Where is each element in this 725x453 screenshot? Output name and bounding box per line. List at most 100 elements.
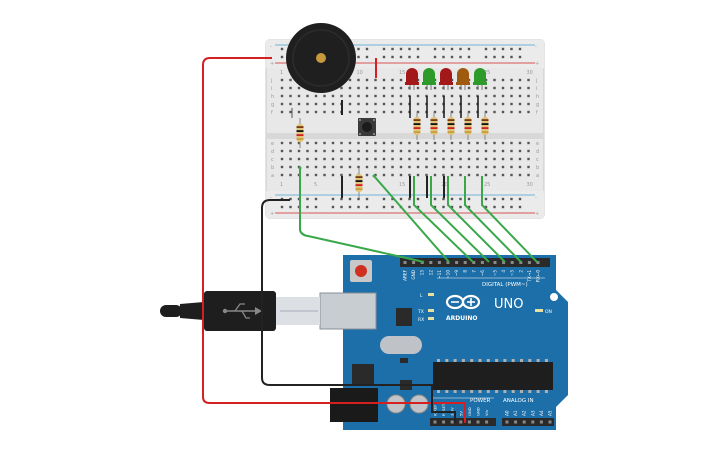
terminal-hole[interactable]: [365, 78, 369, 82]
rail-hole[interactable]: [357, 197, 360, 201]
terminal-hole[interactable]: [280, 86, 284, 90]
terminal-hole[interactable]: [442, 149, 445, 153]
terminal-hole[interactable]: [391, 110, 394, 114]
digital-pin-hole[interactable]: [437, 261, 441, 264]
terminal-hole[interactable]: [510, 173, 513, 177]
terminal-hole[interactable]: [450, 149, 454, 153]
terminal-hole[interactable]: [484, 86, 488, 90]
terminal-hole[interactable]: [348, 157, 352, 161]
terminal-hole[interactable]: [459, 173, 462, 177]
terminal-hole[interactable]: [391, 165, 394, 169]
digital-pin-hole[interactable]: [519, 261, 523, 264]
rail-hole[interactable]: [467, 197, 471, 201]
terminal-hole[interactable]: [348, 173, 352, 177]
terminal-hole[interactable]: [501, 165, 505, 169]
led-red-1[interactable]: [405, 68, 419, 90]
terminal-hole[interactable]: [459, 157, 462, 161]
terminal-hole[interactable]: [416, 149, 420, 153]
terminal-hole[interactable]: [467, 86, 471, 90]
terminal-hole[interactable]: [382, 94, 386, 98]
rail-hole[interactable]: [391, 55, 394, 59]
rail-hole[interactable]: [416, 205, 420, 209]
terminal-hole[interactable]: [484, 94, 488, 98]
terminal-hole[interactable]: [459, 165, 462, 169]
rail-hole[interactable]: [408, 205, 411, 209]
terminal-hole[interactable]: [382, 110, 386, 114]
terminal-hole[interactable]: [510, 157, 513, 161]
terminal-hole[interactable]: [323, 165, 326, 169]
terminal-hole[interactable]: [484, 173, 488, 177]
terminal-hole[interactable]: [314, 149, 318, 153]
terminal-hole[interactable]: [306, 110, 309, 114]
terminal-hole[interactable]: [374, 110, 377, 114]
rail-hole[interactable]: [510, 47, 513, 51]
rail-hole[interactable]: [340, 197, 343, 201]
rail-hole[interactable]: [306, 205, 309, 209]
terminal-hole[interactable]: [357, 86, 360, 90]
rail-hole[interactable]: [467, 47, 471, 51]
rail-hole[interactable]: [340, 205, 343, 209]
rail-hole[interactable]: [484, 47, 488, 51]
terminal-hole[interactable]: [433, 94, 437, 98]
rail-hole[interactable]: [382, 197, 386, 201]
terminal-hole[interactable]: [501, 102, 505, 106]
terminal-hole[interactable]: [408, 173, 411, 177]
terminal-hole[interactable]: [425, 173, 428, 177]
terminal-hole[interactable]: [374, 102, 377, 106]
rail-hole[interactable]: [408, 47, 411, 51]
terminal-hole[interactable]: [289, 86, 292, 90]
terminal-hole[interactable]: [374, 86, 377, 90]
led-green-1[interactable]: [422, 68, 436, 90]
rail-hole[interactable]: [365, 197, 369, 201]
terminal-hole[interactable]: [442, 165, 445, 169]
digital-pin-hole[interactable]: [455, 261, 459, 264]
terminal-hole[interactable]: [280, 141, 284, 145]
rail-hole[interactable]: [433, 55, 437, 59]
terminal-hole[interactable]: [484, 149, 488, 153]
terminal-hole[interactable]: [433, 141, 437, 145]
rail-hole[interactable]: [408, 197, 411, 201]
terminal-hole[interactable]: [348, 165, 352, 169]
terminal-hole[interactable]: [374, 173, 377, 177]
terminal-hole[interactable]: [348, 102, 352, 106]
terminal-hole[interactable]: [493, 86, 496, 90]
rail-hole[interactable]: [365, 205, 369, 209]
terminal-hole[interactable]: [399, 165, 403, 169]
rail-hole[interactable]: [493, 47, 496, 51]
terminal-hole[interactable]: [510, 110, 513, 114]
digital-pin-hole[interactable]: [446, 261, 450, 264]
rail-hole[interactable]: [306, 197, 309, 201]
terminal-hole[interactable]: [493, 149, 496, 153]
terminal-hole[interactable]: [518, 110, 522, 114]
terminal-hole[interactable]: [527, 94, 530, 98]
rail-hole[interactable]: [357, 47, 360, 51]
rail-hole[interactable]: [501, 47, 505, 51]
terminal-hole[interactable]: [314, 102, 318, 106]
terminal-hole[interactable]: [382, 86, 386, 90]
piezo-buzzer[interactable]: [286, 23, 356, 93]
terminal-hole[interactable]: [348, 110, 352, 114]
terminal-hole[interactable]: [280, 102, 284, 106]
terminal-hole[interactable]: [450, 86, 454, 90]
terminal-hole[interactable]: [501, 173, 505, 177]
terminal-hole[interactable]: [459, 149, 462, 153]
terminal-hole[interactable]: [331, 157, 335, 161]
digital-pin-hole[interactable]: [493, 261, 497, 264]
terminal-hole[interactable]: [476, 157, 479, 161]
resistor-button-low[interactable]: [355, 168, 363, 198]
terminal-hole[interactable]: [331, 141, 335, 145]
terminal-hole[interactable]: [323, 94, 326, 98]
rail-hole[interactable]: [348, 197, 352, 201]
rail-hole[interactable]: [484, 197, 488, 201]
terminal-hole[interactable]: [467, 173, 471, 177]
terminal-hole[interactable]: [399, 110, 403, 114]
terminal-hole[interactable]: [331, 110, 335, 114]
terminal-hole[interactable]: [289, 110, 292, 114]
terminal-hole[interactable]: [399, 157, 403, 161]
rail-hole[interactable]: [501, 197, 505, 201]
terminal-hole[interactable]: [510, 94, 513, 98]
terminal-hole[interactable]: [382, 149, 386, 153]
terminal-hole[interactable]: [510, 102, 513, 106]
terminal-hole[interactable]: [450, 94, 454, 98]
